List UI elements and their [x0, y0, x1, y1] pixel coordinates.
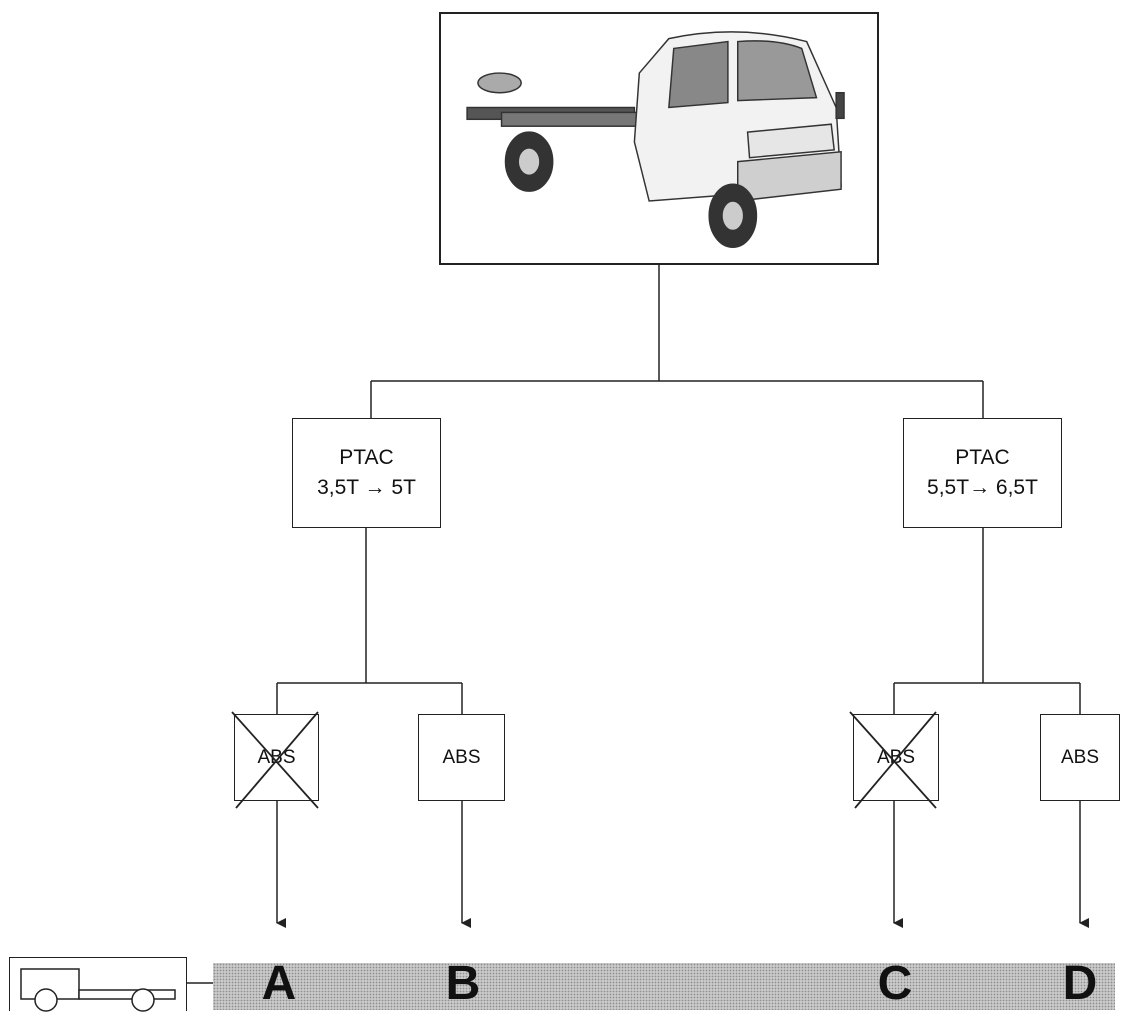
chassis-cab-outline-icon — [10, 958, 186, 1012]
outcome-a: A — [249, 958, 309, 1010]
outcome-strip — [213, 963, 1115, 1010]
chassis-icon-frame — [9, 957, 187, 1011]
outcome-b: B — [433, 958, 493, 1010]
outcome-c: C — [865, 958, 925, 1010]
outcome-d: D — [1050, 958, 1110, 1010]
